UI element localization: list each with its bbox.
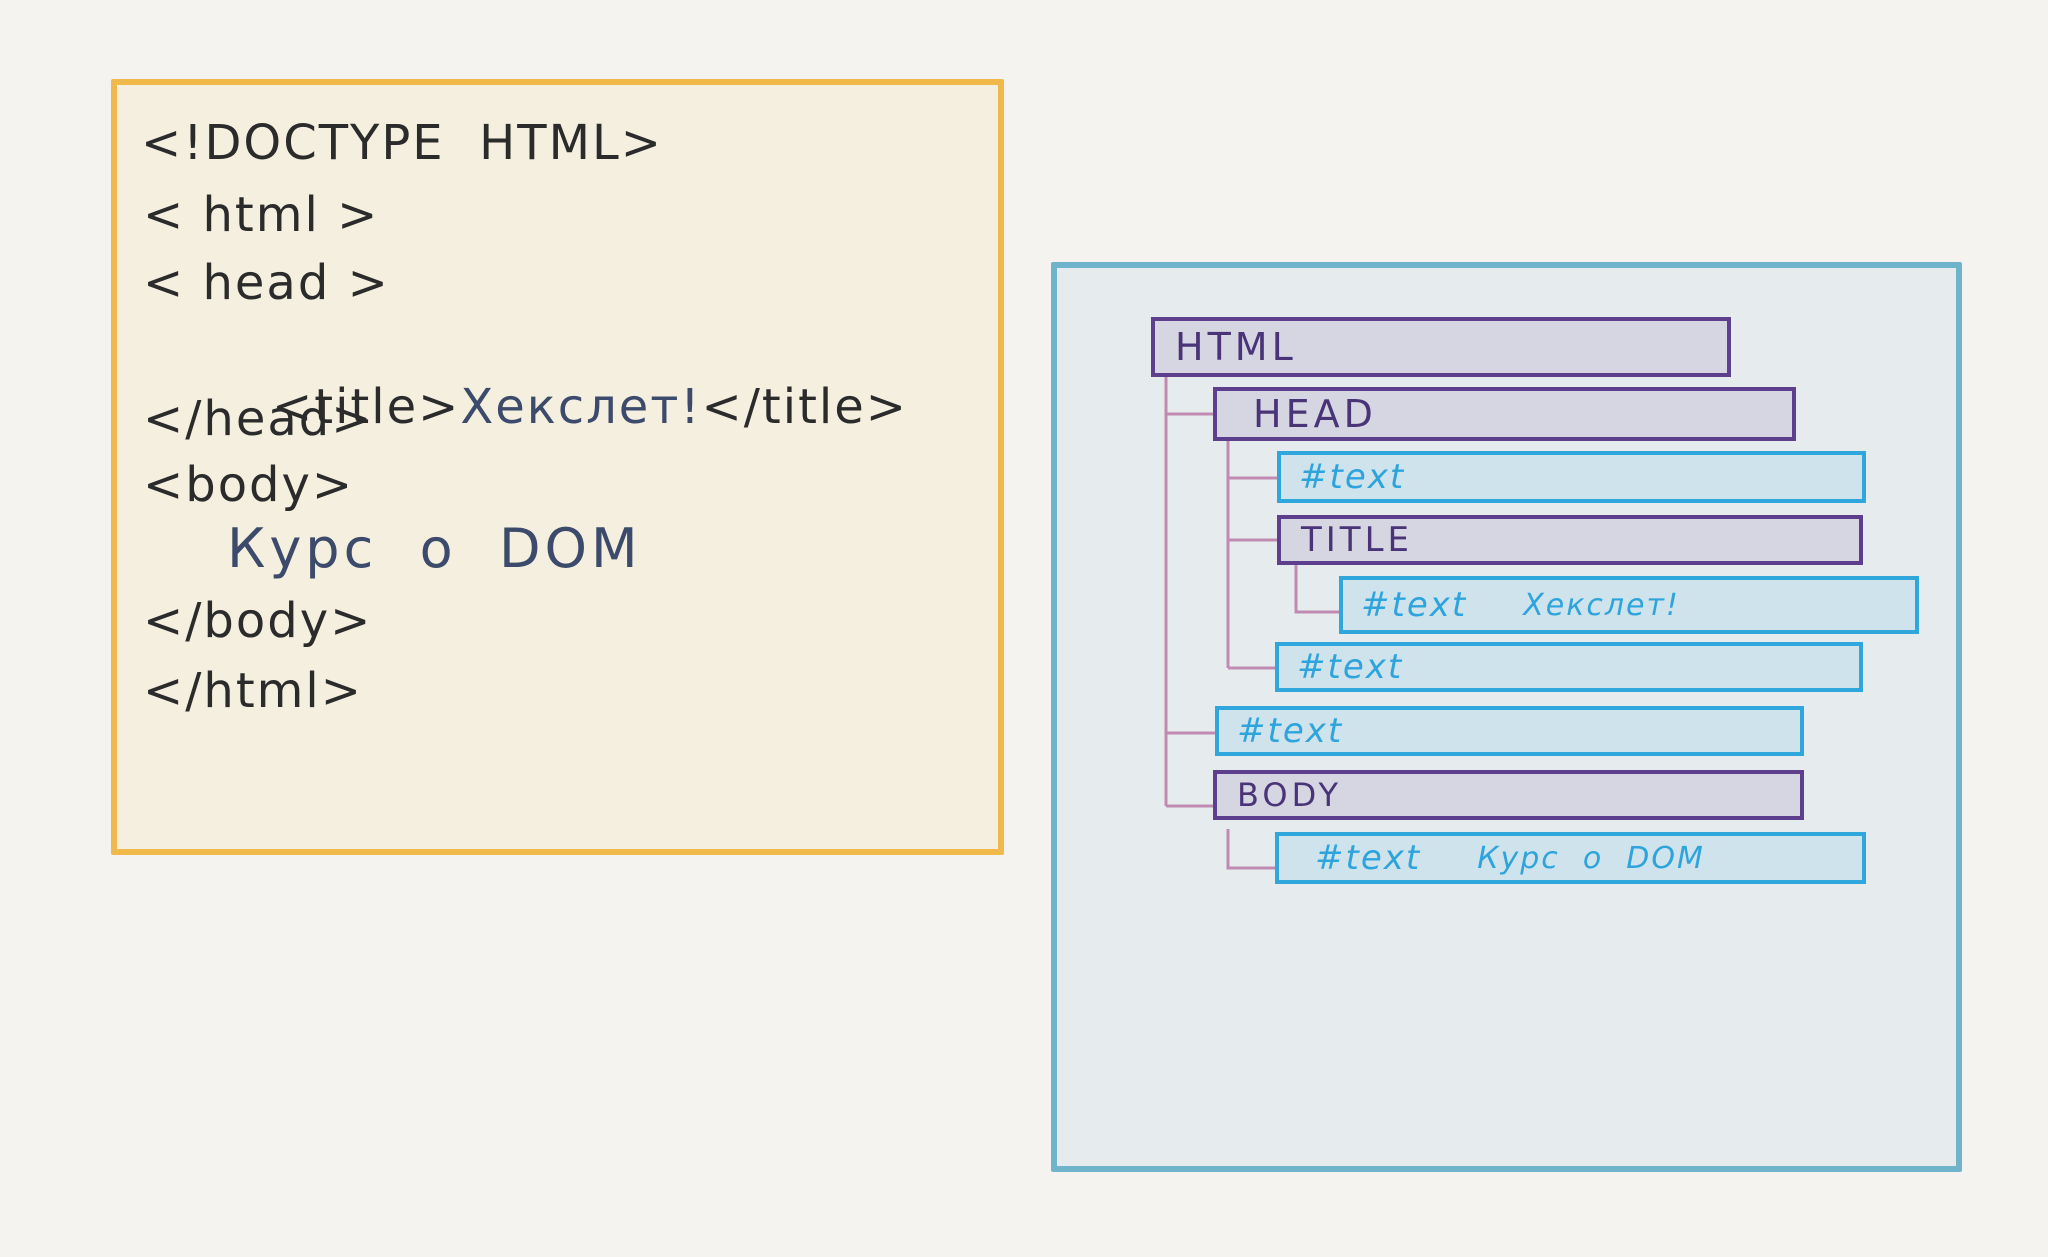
dom-node-text-body-value: Курс о DOM (1477, 840, 1705, 876)
dom-node-body: BODY (1213, 770, 1804, 820)
dom-node-head-label: HEAD (1253, 392, 1377, 436)
html-source-panel: <!DOCTYPE HTML> < html > < head > <title… (111, 79, 1004, 855)
code-title-text: Хекслет! (460, 379, 702, 435)
dom-node-text-2: #text (1275, 642, 1863, 692)
code-line-head-open: < head > (143, 255, 390, 311)
dom-node-text-3: #text (1215, 706, 1804, 756)
code-line-html-close: </html> (143, 663, 363, 719)
code-line-head-close: </head> (143, 391, 374, 447)
dom-node-html-label: HTML (1175, 325, 1297, 369)
dom-node-text-1-label: #text (1299, 457, 1406, 497)
code-title-close-tag: </title> (701, 379, 908, 435)
code-line-title: <title>Хекслет!</title> (203, 323, 908, 491)
code-line-body-open: <body> (143, 457, 355, 513)
code-line-html-open: < html > (143, 187, 380, 243)
code-line-body-content: Курс о DOM (227, 517, 642, 580)
dom-node-title: TITLE (1277, 515, 1863, 565)
dom-node-text-title: #text Хекслет! (1339, 576, 1919, 634)
dom-node-html: HTML (1151, 317, 1731, 377)
dom-node-head: HEAD (1213, 387, 1796, 441)
dom-node-text-title-label: #text (1361, 585, 1468, 625)
dom-node-text-1: #text (1277, 451, 1866, 503)
code-line-body-close: </body> (143, 593, 373, 649)
dom-node-text-2-label: #text (1297, 647, 1404, 687)
dom-node-title-label: TITLE (1301, 520, 1413, 560)
dom-node-text-body: #text Курс о DOM (1275, 832, 1866, 884)
code-title-open-tag: <title> (272, 379, 461, 435)
dom-node-text-body-label: #text (1315, 838, 1422, 878)
code-line-doctype: <!DOCTYPE HTML> (141, 115, 663, 171)
dom-node-text-title-value: Хекслет! (1523, 587, 1680, 623)
dom-node-text-3-label: #text (1237, 711, 1344, 751)
dom-node-body-label: BODY (1237, 776, 1343, 814)
